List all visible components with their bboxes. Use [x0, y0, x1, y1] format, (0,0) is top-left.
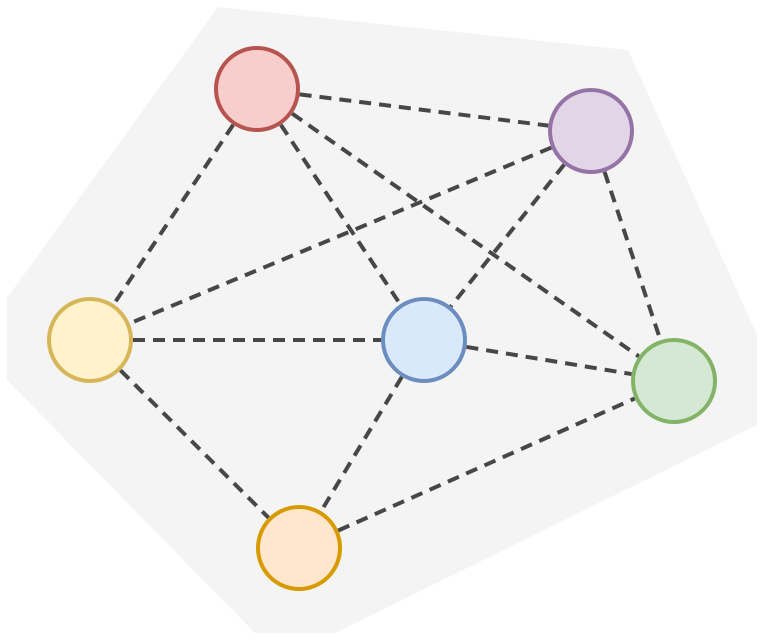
- edge-purple-yellow: [128, 145, 553, 326]
- node-green: [631, 338, 717, 424]
- node-purple: [548, 88, 634, 174]
- edge-purple-green: [602, 171, 663, 341]
- edge-blue-orange: [319, 375, 404, 513]
- edge-purple-blue: [449, 163, 566, 308]
- node-blue: [381, 297, 467, 383]
- nodes-layer: [47, 46, 717, 591]
- edge-orange-green: [337, 396, 636, 533]
- edges-layer: [112, 92, 663, 533]
- edge-red-green: [291, 112, 640, 358]
- edge-red-purple: [299, 92, 549, 128]
- node-red: [214, 46, 300, 132]
- edge-red-blue: [279, 123, 402, 306]
- edge-blue-green: [466, 344, 632, 377]
- edge-yellow-orange: [119, 368, 270, 520]
- edge-red-yellow: [112, 123, 235, 306]
- node-orange: [256, 505, 342, 591]
- node-yellow: [47, 297, 133, 383]
